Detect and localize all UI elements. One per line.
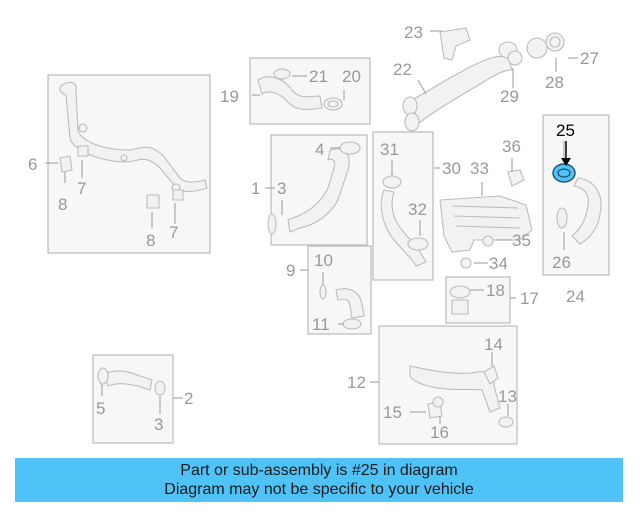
callout-35: 35 (512, 231, 531, 250)
callout-19: 19 (220, 87, 239, 106)
callout-3a: 3 (277, 179, 286, 198)
callout-10: 10 (314, 251, 333, 270)
hose-part-24 (556, 177, 602, 245)
callout-30: 30 (442, 159, 461, 178)
callout-2: 2 (184, 389, 193, 408)
callout-18: 18 (486, 281, 505, 300)
callout-21: 21 (309, 67, 328, 86)
charge-pipe-part (402, 27, 518, 132)
callout-16: 16 (430, 423, 449, 442)
callout-22: 22 (393, 60, 412, 79)
callout-14: 14 (484, 335, 503, 354)
callout-27: 27 (580, 49, 599, 68)
callout-25-arrowhead (561, 158, 571, 166)
callout-32: 32 (408, 200, 427, 219)
callout-25: 25 (556, 121, 575, 140)
callout-6: 6 (28, 155, 37, 174)
callout-3b: 3 (154, 415, 163, 434)
callout-4: 4 (315, 140, 324, 159)
callout-13: 13 (498, 387, 517, 406)
clamp-part-27 (507, 32, 565, 66)
callout-24: 24 (566, 287, 585, 306)
callout-31: 31 (380, 140, 399, 159)
banner-line-2: Diagram may not be specific to your vehi… (164, 481, 474, 498)
banner-line-1: Part or sub-assembly is #25 in diagram (180, 462, 458, 479)
hose-part-30 (380, 175, 429, 267)
callout-34: 34 (489, 254, 508, 273)
callout-7a: 7 (77, 179, 86, 198)
hose-part-19 (257, 68, 343, 111)
leader-lines (45, 30, 578, 424)
callout-20: 20 (342, 67, 361, 86)
callout-9: 9 (286, 261, 295, 280)
callout-11: 11 (312, 315, 330, 334)
callout-23: 23 (404, 23, 423, 42)
intercooler-part (439, 169, 533, 269)
callout-28: 28 (545, 73, 564, 92)
info-banner: Part or sub-assembly is #25 in diagram D… (15, 458, 623, 502)
callout-15: 15 (383, 403, 402, 422)
callout-8a: 8 (58, 195, 67, 214)
clamp-part-17 (449, 285, 471, 315)
callout-1: 1 (251, 179, 260, 198)
clamp-part-25-highlighted (552, 163, 576, 183)
callout-12: 12 (347, 373, 366, 392)
callout-8b: 8 (146, 231, 155, 250)
coolant-line-part-12 (409, 365, 514, 428)
hose-part-9 (319, 284, 365, 330)
callout-36: 36 (502, 137, 521, 156)
callout-26: 26 (552, 253, 571, 272)
plug-part (59, 145, 184, 209)
callout-17: 17 (520, 289, 539, 308)
callout-7b: 7 (169, 223, 178, 242)
callout-5: 5 (96, 399, 105, 418)
pipe-part-2 (97, 367, 166, 396)
callout-33: 33 (470, 159, 489, 178)
callout-29: 29 (500, 87, 519, 106)
